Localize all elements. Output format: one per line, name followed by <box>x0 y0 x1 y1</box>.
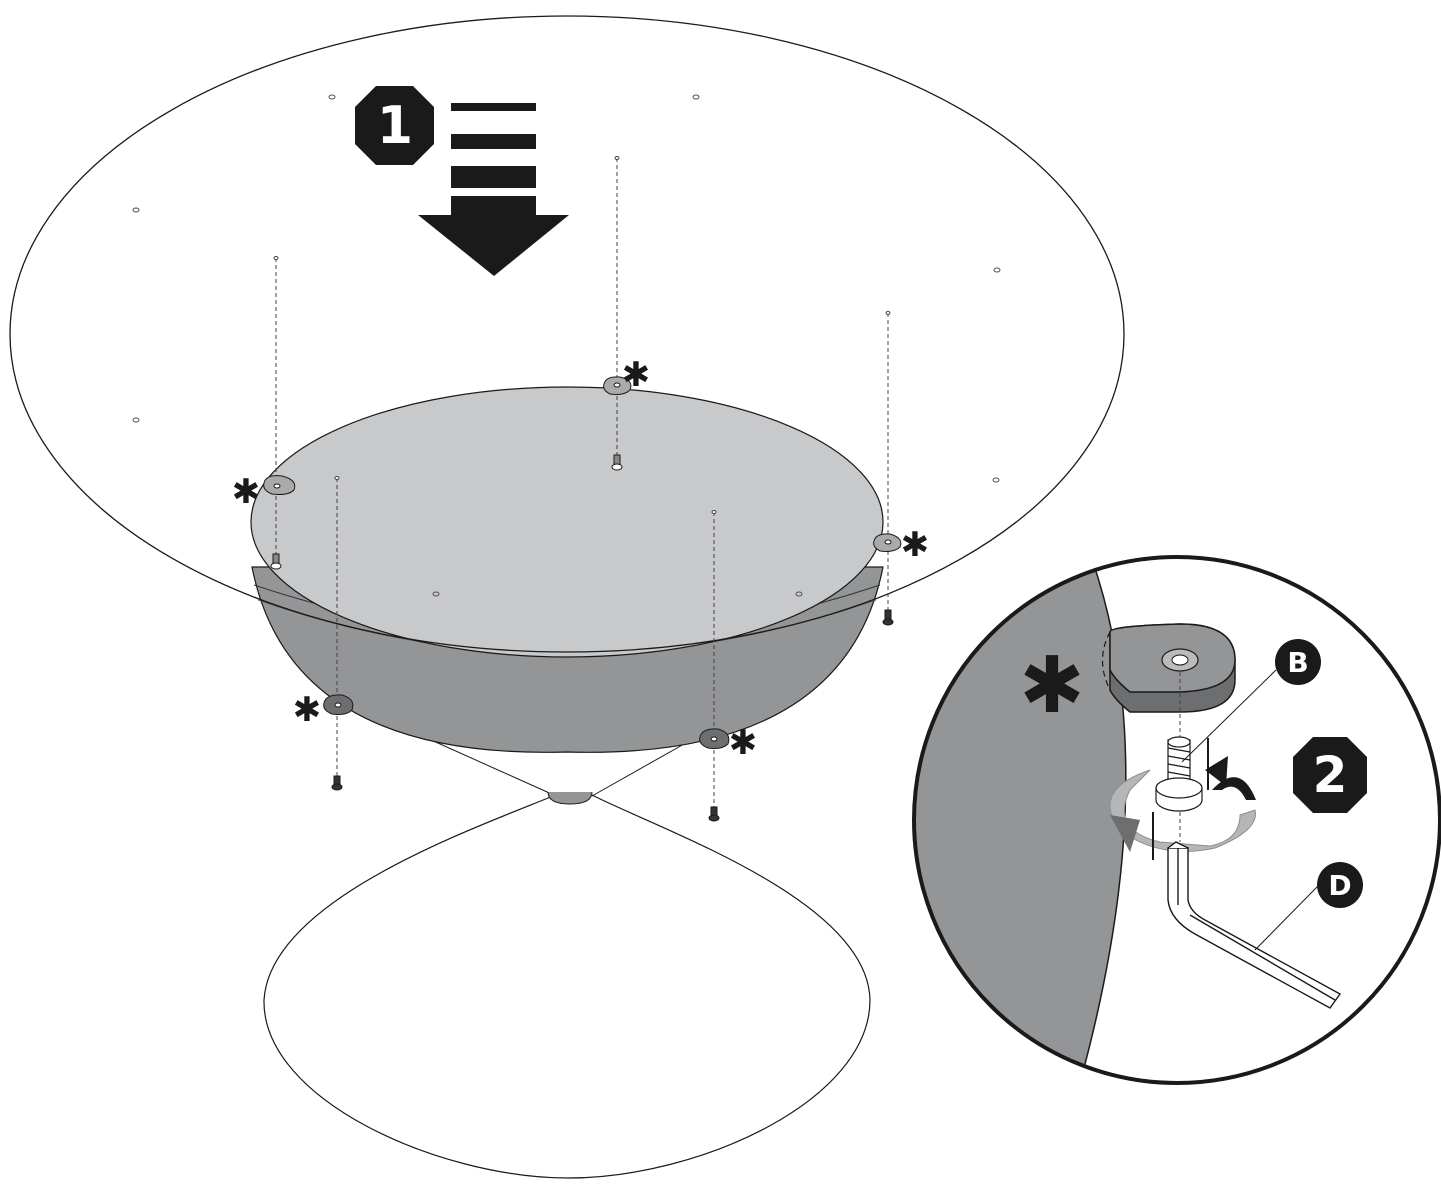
brackets <box>263 376 902 749</box>
screws <box>270 454 894 822</box>
screw-detail <box>1155 736 1203 812</box>
marker-asterisk: ✱ <box>901 525 930 565</box>
markers: ✱ ✱ ✱ ✱ ✱ <box>232 355 930 763</box>
marker-asterisk: ✱ <box>293 690 322 730</box>
down-arrow-icon <box>418 103 569 276</box>
step-1-number: 1 <box>377 96 413 156</box>
step-1-indicator: 1 <box>355 86 569 276</box>
alignment-lines <box>275 158 889 812</box>
step-badge <box>1293 737 1367 813</box>
glass-tabletop <box>9 15 1125 653</box>
step-2-indicator: 2 <box>1293 737 1367 813</box>
marker-asterisk: ✱ <box>729 723 758 763</box>
detail-inset: ✱ B D 2 <box>912 555 1441 1085</box>
marker-asterisk: ✱ <box>232 472 261 512</box>
bowl-base <box>250 386 884 753</box>
part-label-b-text: B <box>1287 646 1308 679</box>
marker-asterisk: ✱ <box>1019 641 1084 731</box>
part-label-b: B <box>1275 639 1321 685</box>
rotate-arrow-icon <box>1109 756 1256 852</box>
part-label-d: D <box>1317 862 1363 908</box>
step-badge <box>355 86 434 165</box>
part-label-d-text: D <box>1328 869 1351 902</box>
pedestal-base <box>263 734 871 1179</box>
marker-asterisk: ✱ <box>622 355 651 395</box>
hex-key <box>1167 841 1342 1009</box>
step-2-number: 2 <box>1313 746 1348 804</box>
